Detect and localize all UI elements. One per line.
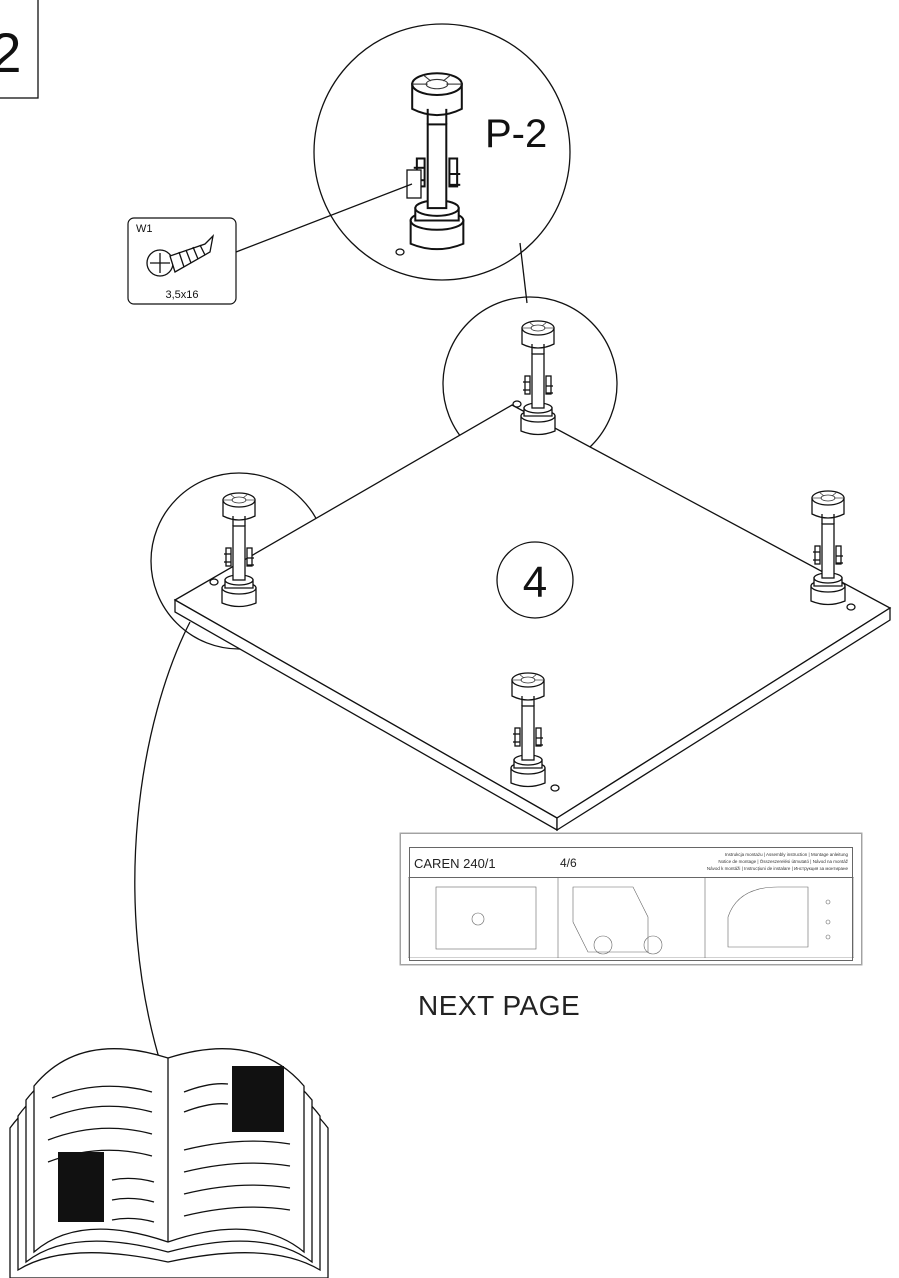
screw-callout: W1 3,5x16 <box>127 217 237 305</box>
screw-code: W1 <box>136 223 153 235</box>
bottom-panel <box>173 400 892 832</box>
manual-book-icon <box>9 1048 329 1278</box>
screw-icon <box>146 234 215 277</box>
next-page-label[interactable]: NEXT PAGE <box>418 990 581 1021</box>
step-number-box <box>0 0 39 99</box>
step-number: 2 <box>0 21 22 84</box>
reference-curve <box>134 621 191 1069</box>
screw-size: 3,5x16 <box>165 289 198 301</box>
detail-callout-p2: P-2 <box>313 23 571 281</box>
part-code-label: P-2 <box>485 112 547 156</box>
leg-screw-bracket <box>406 169 422 199</box>
part-number: 4 <box>523 558 547 607</box>
part-number-bubble <box>496 541 574 619</box>
